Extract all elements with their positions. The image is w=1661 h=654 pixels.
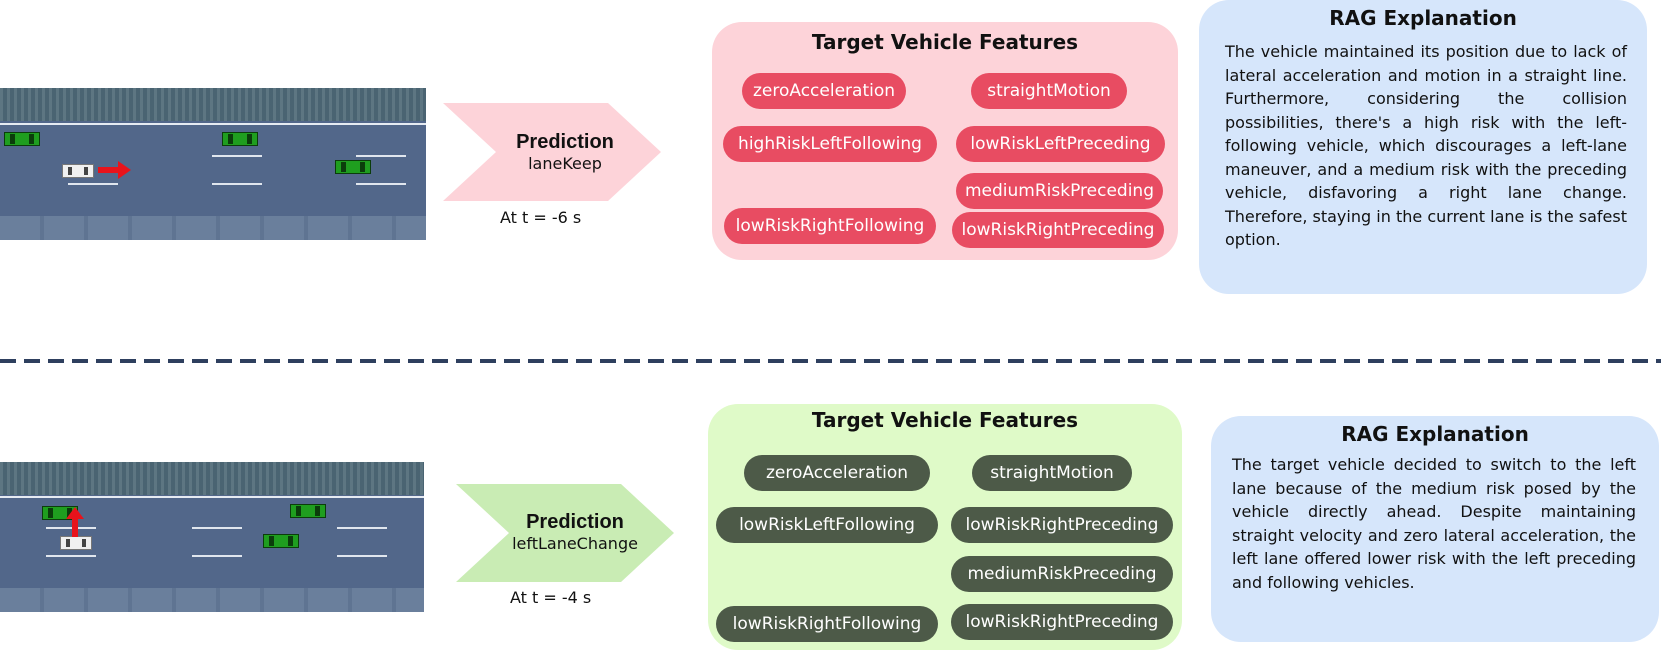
surrounding-vehicle (4, 132, 40, 146)
road-shoulder (0, 588, 424, 612)
lane-edge-line (0, 123, 426, 125)
feature-tag: mediumRiskPreceding (951, 556, 1173, 592)
feature-tag: zeroAcceleration (742, 73, 906, 109)
lane-marking (46, 555, 96, 557)
rag-title: RAG Explanation (1329, 6, 1517, 30)
surrounding-vehicle (222, 132, 258, 146)
rag-text: The vehicle maintained its position due … (1225, 42, 1627, 249)
surrounding-vehicle (263, 534, 299, 548)
surrounding-vehicle (335, 160, 371, 174)
features-title: Target Vehicle Features (811, 408, 1079, 432)
lane-marking (212, 183, 262, 185)
rag-explanation-panel: RAG Explanation The vehicle maintained i… (1199, 0, 1647, 294)
feature-tag: lowRiskRightFollowing (724, 208, 936, 244)
road-shoulder (0, 215, 426, 240)
lane-marking (212, 155, 262, 157)
feature-tag: straightMotion (972, 455, 1132, 491)
features-panel: Target Vehicle Features zeroAcceleration… (708, 404, 1182, 650)
lane-marking (192, 555, 242, 557)
feature-tag: lowRiskRightPreceding (951, 604, 1173, 640)
feature-tag: lowRiskRightPreceding (952, 212, 1164, 248)
roadside-vegetation (0, 88, 426, 122)
rag-title: RAG Explanation (1341, 422, 1529, 446)
features-panel: Target Vehicle Features zeroAcceleration… (712, 22, 1178, 260)
lane-marking (337, 555, 387, 557)
roadside-vegetation (0, 462, 424, 495)
road-scene-1 (0, 88, 426, 240)
target-vehicle (62, 164, 94, 178)
target-vehicle (60, 536, 92, 550)
motion-arrow-right-icon (98, 161, 131, 179)
time-label: At t = -4 s (510, 588, 592, 607)
lane-marking (356, 155, 406, 157)
feature-tag: mediumRiskPreceding (956, 173, 1163, 209)
prediction-chevron (443, 103, 661, 201)
feature-tag: zeroAcceleration (744, 455, 930, 491)
feature-tag: lowRiskRightPreceding (951, 507, 1173, 543)
rag-text: The target vehicle decided to switch to … (1232, 455, 1636, 592)
feature-tag: lowRiskRightFollowing (716, 606, 938, 642)
prediction-label: laneKeep (528, 154, 602, 173)
prediction-title: Prediction (526, 511, 624, 533)
time-label: At t = -6 s (500, 208, 582, 227)
lane-edge-line (0, 496, 424, 498)
feature-tag: lowRiskLeftPreceding (956, 126, 1165, 162)
surrounding-vehicle (290, 504, 326, 518)
prediction-title: Prediction (516, 131, 614, 153)
road-scene-2 (0, 462, 424, 612)
lane-marking (337, 527, 387, 529)
rag-explanation-panel: RAG Explanation The target vehicle decid… (1211, 416, 1659, 642)
lane-marking (46, 527, 96, 529)
motion-arrow-up-icon (66, 507, 84, 537)
prediction-label: leftLaneChange (512, 534, 638, 553)
row-divider (0, 359, 1661, 363)
feature-tag: highRiskLeftFollowing (723, 126, 937, 162)
prediction-chevron (456, 484, 674, 582)
feature-tag: lowRiskLeftFollowing (716, 507, 938, 543)
lane-marking (68, 183, 118, 185)
lane-marking (192, 527, 242, 529)
feature-tag: straightMotion (971, 73, 1127, 109)
lane-marking (356, 183, 406, 185)
features-title: Target Vehicle Features (811, 30, 1079, 54)
